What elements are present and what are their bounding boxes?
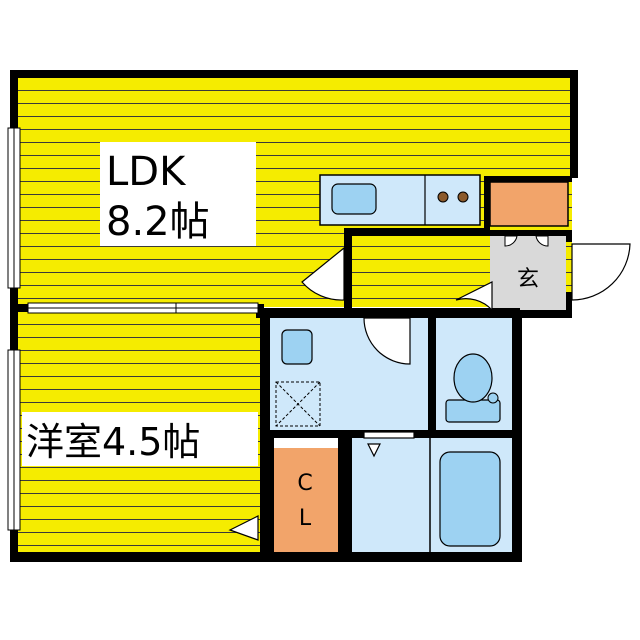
entrance: 玄 bbox=[490, 234, 566, 310]
stove-burner-icon bbox=[457, 191, 469, 203]
western-name: 洋室4.5帖 bbox=[26, 420, 200, 464]
door-swing-bath bbox=[363, 431, 415, 458]
ldk-label: LDK 8.2帖 bbox=[100, 142, 256, 246]
entrance-label: 玄 bbox=[517, 267, 539, 292]
door-swing-washroom bbox=[363, 317, 411, 365]
ldk-size: 8.2帖 bbox=[106, 199, 210, 245]
bathtub-icon bbox=[439, 451, 501, 547]
washbasin-icon bbox=[281, 329, 313, 365]
fridge-space bbox=[489, 181, 569, 227]
stove-burner-icon bbox=[437, 191, 449, 203]
closet-label-l: L bbox=[299, 506, 312, 531]
ldk-name: LDK bbox=[106, 149, 187, 195]
walls bbox=[10, 70, 578, 562]
door-swing-entry bbox=[455, 281, 493, 312]
window-western bbox=[7, 349, 21, 531]
door-swing-hall bbox=[301, 246, 345, 301]
bathroom bbox=[352, 438, 514, 556]
closet: C L bbox=[272, 448, 338, 552]
hall-floor bbox=[350, 236, 485, 306]
kitchen-counter bbox=[319, 174, 481, 226]
window-ldk bbox=[7, 127, 21, 289]
western-label: 洋室4.5帖 bbox=[22, 412, 258, 466]
toilet-room bbox=[436, 318, 514, 430]
toilet-bowl-icon bbox=[453, 353, 493, 403]
toilet-paper-icon bbox=[487, 392, 499, 404]
door-swing-closet bbox=[228, 515, 259, 541]
front-door bbox=[571, 243, 631, 301]
closet-label-c: C bbox=[297, 471, 312, 496]
sink-icon bbox=[331, 183, 377, 215]
sliding-door bbox=[27, 302, 259, 314]
